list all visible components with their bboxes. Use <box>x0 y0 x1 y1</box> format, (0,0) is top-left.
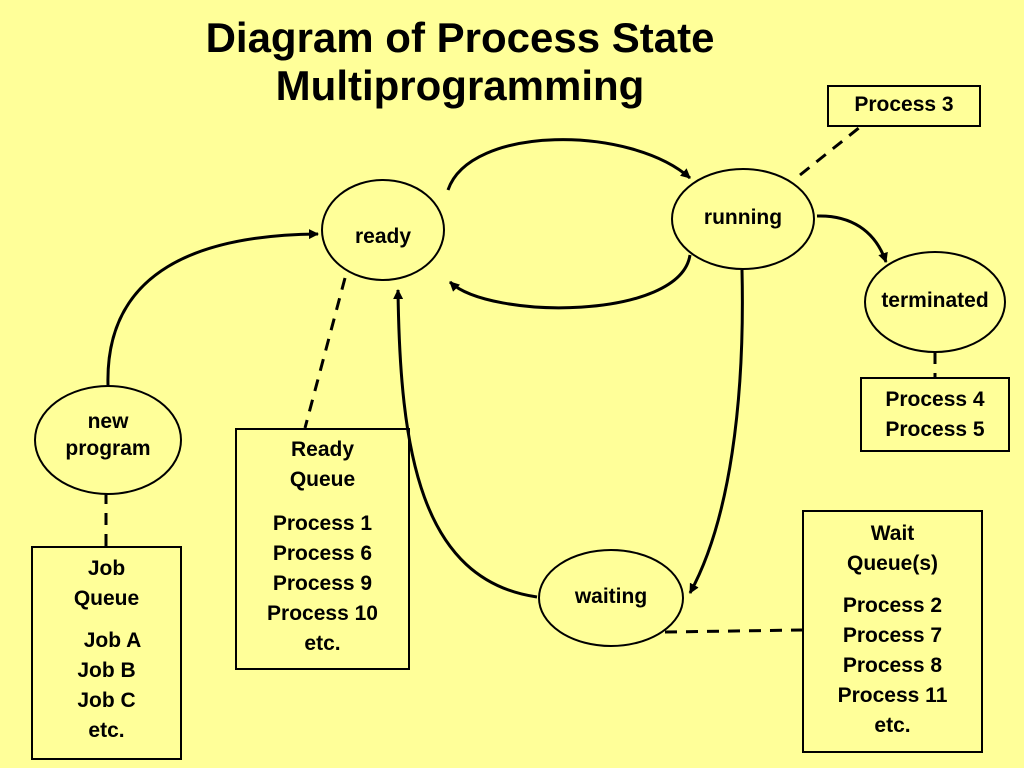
ready-queue-item: Process 10 <box>267 602 378 625</box>
wait-queue-box: Wait Queue(s) Process 2 Process 7 Proces… <box>802 510 983 753</box>
ready-queue-heading: Ready Queue <box>237 435 408 495</box>
running-label: running <box>703 206 783 229</box>
ready-queue-item: Process 1 <box>272 512 373 535</box>
dashed-link-wait-queue <box>664 628 803 634</box>
job-queue-heading-line: Job <box>87 557 126 580</box>
job-queue-box: Job Queue Job A Job B Job C etc. <box>31 546 182 760</box>
new-program-label-line-2: program <box>65 437 151 460</box>
job-queue-item: Job A <box>83 629 142 652</box>
page-title: Diagram of Process State Multiprogrammin… <box>160 14 760 110</box>
wait-queue-item: Process 8 <box>842 654 943 677</box>
running-state-node <box>671 168 815 270</box>
arrow-running-to-waiting <box>688 269 744 594</box>
title-line-1: Diagram of Process State <box>205 14 715 61</box>
job-queue-item: etc. <box>88 719 125 742</box>
wait-queue-heading: Wait Queue(s) <box>804 519 981 579</box>
running-process-item: Process 3 <box>854 93 954 116</box>
ready-queue-heading-line: Ready <box>290 438 355 461</box>
job-queue-heading-line: Queue <box>73 587 140 610</box>
title-line-2: Multiprogramming <box>275 62 645 109</box>
terminated-state-node <box>864 251 1006 353</box>
job-queue-item: Job B <box>77 659 136 682</box>
terminated-process-box: Process 4 Process 5 <box>860 377 1010 452</box>
wait-queue-item: etc. <box>874 714 911 737</box>
arrow-ready-to-running <box>446 138 691 191</box>
ready-queue-list: Process 1 Process 6 Process 9 Process 10… <box>237 509 408 659</box>
job-queue-item: Job C <box>77 689 136 712</box>
wait-queue-item: Process 7 <box>842 624 943 647</box>
wait-queue-heading-line: Queue(s) <box>846 552 938 575</box>
new-program-label: new program <box>35 408 181 462</box>
ready-queue-item: etc. <box>304 632 341 655</box>
arrow-running-to-terminated <box>816 214 888 263</box>
arrow-waiting-to-ready <box>393 289 538 599</box>
waiting-state-node <box>538 549 684 647</box>
ready-queue-item: Process 9 <box>272 572 373 595</box>
wait-queue-item: Process 2 <box>842 594 943 617</box>
terminated-process-item: Process 4 <box>885 388 985 411</box>
new-program-label-line-1: new <box>87 410 129 433</box>
ready-queue-item: Process 6 <box>272 542 373 565</box>
ready-label: ready <box>354 225 412 248</box>
wait-queue-heading-line: Wait <box>870 522 915 545</box>
dashed-link-running-process3 <box>799 125 861 177</box>
wait-queue-list: Process 2 Process 7 Process 8 Process 11… <box>804 591 981 741</box>
running-process-box: Process 3 <box>827 85 981 127</box>
terminated-label: terminated <box>881 289 989 312</box>
arrow-running-to-ready <box>448 254 692 310</box>
dashed-link-ready-queue <box>303 277 347 429</box>
terminated-process-item: Process 5 <box>885 418 985 441</box>
waiting-label: waiting <box>574 585 648 608</box>
wait-queue-item: Process 11 <box>837 684 948 707</box>
ready-queue-heading-line: Queue <box>289 468 356 491</box>
ready-state-node <box>321 179 445 281</box>
arrow-new-to-ready <box>106 229 319 386</box>
ready-queue-box: Ready Queue Process 1 Process 6 Process … <box>235 428 410 670</box>
job-queue-heading: Job Queue <box>33 554 180 614</box>
job-queue-list: Job A Job B Job C etc. <box>33 626 180 746</box>
new-program-state-node <box>34 385 182 495</box>
